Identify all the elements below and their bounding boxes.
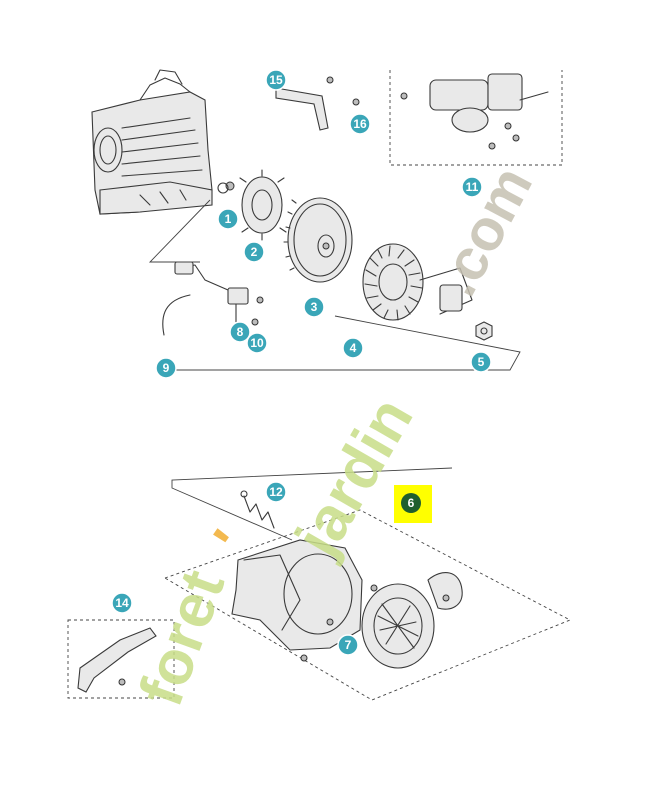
callout-5[interactable]: 5 <box>470 351 492 373</box>
callout-label: 7 <box>345 638 352 652</box>
callout-label: 2 <box>251 245 258 259</box>
ignition-coil-part <box>162 261 264 336</box>
watermark-com-text: .com <box>424 156 545 306</box>
fan-part <box>362 243 473 321</box>
callout-3[interactable]: 3 <box>303 296 325 318</box>
highlight-callout-6[interactable]: 6 <box>394 485 432 523</box>
callout-14[interactable]: 14 <box>111 592 133 614</box>
callout-4[interactable]: 4 <box>342 337 364 359</box>
callout-label: 15 <box>269 73 283 87</box>
callout-9[interactable]: 9 <box>155 357 177 379</box>
nut-part <box>475 321 493 341</box>
highlight-label: 6 <box>408 496 415 510</box>
leader-lines <box>148 199 521 541</box>
callout-label: 14 <box>115 596 129 610</box>
stator-part <box>217 169 287 241</box>
callout-label: 11 <box>466 180 479 194</box>
callout-label: 16 <box>353 117 367 131</box>
callout-label: 5 <box>478 355 485 369</box>
watermark-tail: .com <box>424 156 545 306</box>
small-bracket-part <box>77 627 157 693</box>
flywheel-part <box>283 197 353 283</box>
callout-1[interactable]: 1 <box>217 208 239 230</box>
callout-label: 12 <box>269 485 283 499</box>
callout-label: 4 <box>350 341 357 355</box>
watermark-jardin-text: jardin <box>282 386 427 568</box>
bracket-plate-part <box>275 76 360 131</box>
bracket-group-box <box>67 619 175 699</box>
callout-7[interactable]: 7 <box>337 634 359 656</box>
callout-11[interactable]: 11 <box>461 176 483 198</box>
highlight-badge <box>401 493 421 513</box>
engine-block <box>91 69 235 215</box>
callout-label: 1 <box>225 212 232 226</box>
watermark-apostrophe-text: ' <box>201 519 262 568</box>
callout-label: 10 <box>250 336 264 350</box>
callout-16[interactable]: 16 <box>349 113 371 135</box>
starter-motor-part <box>400 73 549 150</box>
starter-motor-group-box <box>389 70 563 166</box>
callout-10[interactable]: 10 <box>246 332 268 354</box>
callout-label: 9 <box>163 361 170 375</box>
fan-cover-housing <box>231 539 382 662</box>
spring-part <box>240 490 275 529</box>
recoil-starter-part <box>361 572 463 669</box>
callout-label: 3 <box>311 300 318 314</box>
callout-2[interactable]: 2 <box>243 241 265 263</box>
callout-8[interactable]: 8 <box>229 321 251 343</box>
callout-label: 8 <box>237 325 244 339</box>
watermark-right: jardin <box>282 386 427 568</box>
callout-15[interactable]: 15 <box>265 69 287 91</box>
callout-12[interactable]: 12 <box>265 481 287 503</box>
watermark-apostrophe: ' <box>201 519 262 568</box>
